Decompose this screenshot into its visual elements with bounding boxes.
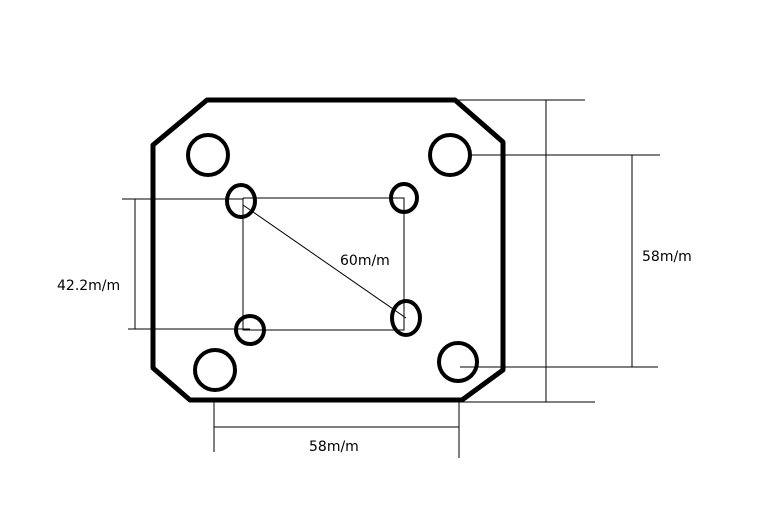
outer-hole-bottom-right: [437, 341, 479, 383]
dimension-lines: [122, 99, 660, 458]
outer-holes: [186, 133, 479, 392]
inner-hole-top-left: [225, 183, 257, 219]
outer-hole-top-right: [428, 133, 472, 177]
outer-horizontal-label: 58m/m: [309, 439, 359, 455]
inner-holes: [225, 182, 422, 346]
inner-hole-bottom-right: [390, 299, 422, 337]
plate-outline: [150, 97, 506, 403]
diagonal-line: [242, 204, 407, 319]
outer-hole-top-left: [186, 133, 230, 177]
inner-rectangle: [242, 197, 405, 331]
outer-vertical-label: 58m/m: [642, 249, 692, 265]
diagonal-label: 60m/m: [340, 253, 390, 269]
outer-hole-bottom-left: [193, 348, 237, 392]
inner-height-label: 42.2m/m: [57, 278, 120, 294]
